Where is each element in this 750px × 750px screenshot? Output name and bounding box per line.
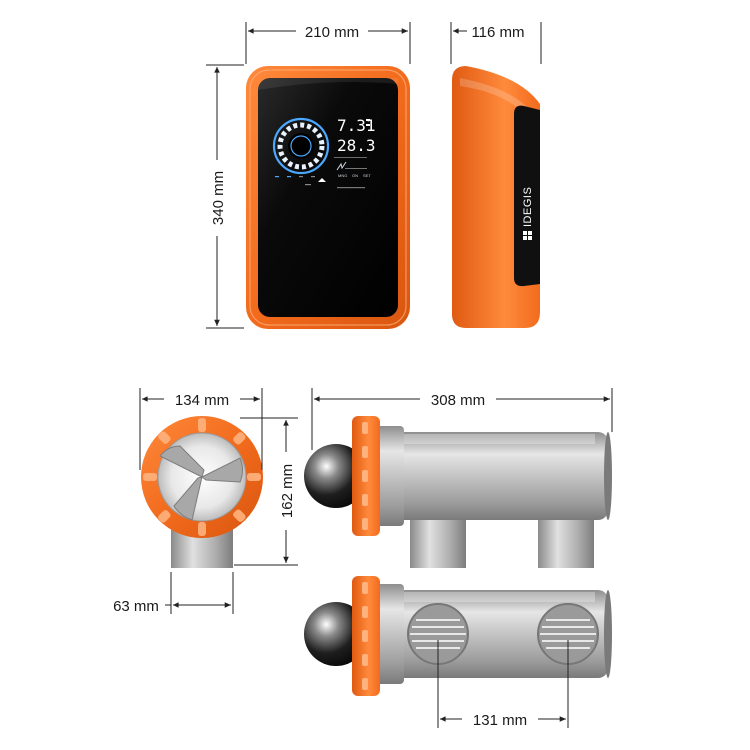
dimension-pipe: 63 mm (113, 572, 234, 615)
display-label-1: MNG (338, 173, 347, 178)
length-label: 308 mm (431, 392, 485, 409)
drop-icon (318, 178, 326, 182)
dimension-end-height: 162 mm (234, 417, 298, 566)
end-width-label: 134 mm (175, 392, 229, 409)
dimension-port-spacing: 131 mm (437, 640, 569, 729)
pipe-label: 63 mm (113, 598, 159, 615)
brand-logo: IDEGIS (522, 187, 534, 240)
ph-readout: 7.31 (337, 116, 376, 135)
control-unit-front: 7.31 28.3 MNG ON SET (246, 66, 410, 329)
display-panel (258, 78, 398, 317)
end-height-label: 162 mm (279, 464, 296, 518)
control-unit-side: IDEGIS (452, 66, 540, 328)
brand-logo-icon (523, 231, 532, 240)
circular-gauge-icon (272, 117, 330, 175)
cell-end-view (141, 416, 263, 568)
dimension-depth-side: 116 mm (450, 22, 542, 64)
status-dots (275, 176, 315, 178)
side-black-band (514, 105, 540, 287)
signal-icon (336, 161, 347, 171)
height-label: 340 mm (210, 171, 227, 225)
port-spacing-label: 131 mm (473, 712, 527, 729)
display-label-3: SET (363, 173, 371, 178)
cell-side-view-bottom (304, 576, 612, 696)
tri-blade-icon (159, 445, 243, 521)
brand-name: IDEGIS (522, 187, 534, 227)
cell-side-view-top (304, 416, 612, 568)
display-label-2: ON (352, 173, 358, 178)
dimension-length: 308 mm (311, 388, 613, 450)
dimension-width-front: 210 mm (245, 22, 411, 64)
width-label: 210 mm (305, 24, 359, 41)
dimension-height-front: 340 mm (206, 64, 244, 329)
temperature-readout: 28.3 (337, 136, 376, 155)
dimension-end-width: 134 mm (139, 388, 263, 470)
depth-label: 116 mm (471, 24, 524, 41)
